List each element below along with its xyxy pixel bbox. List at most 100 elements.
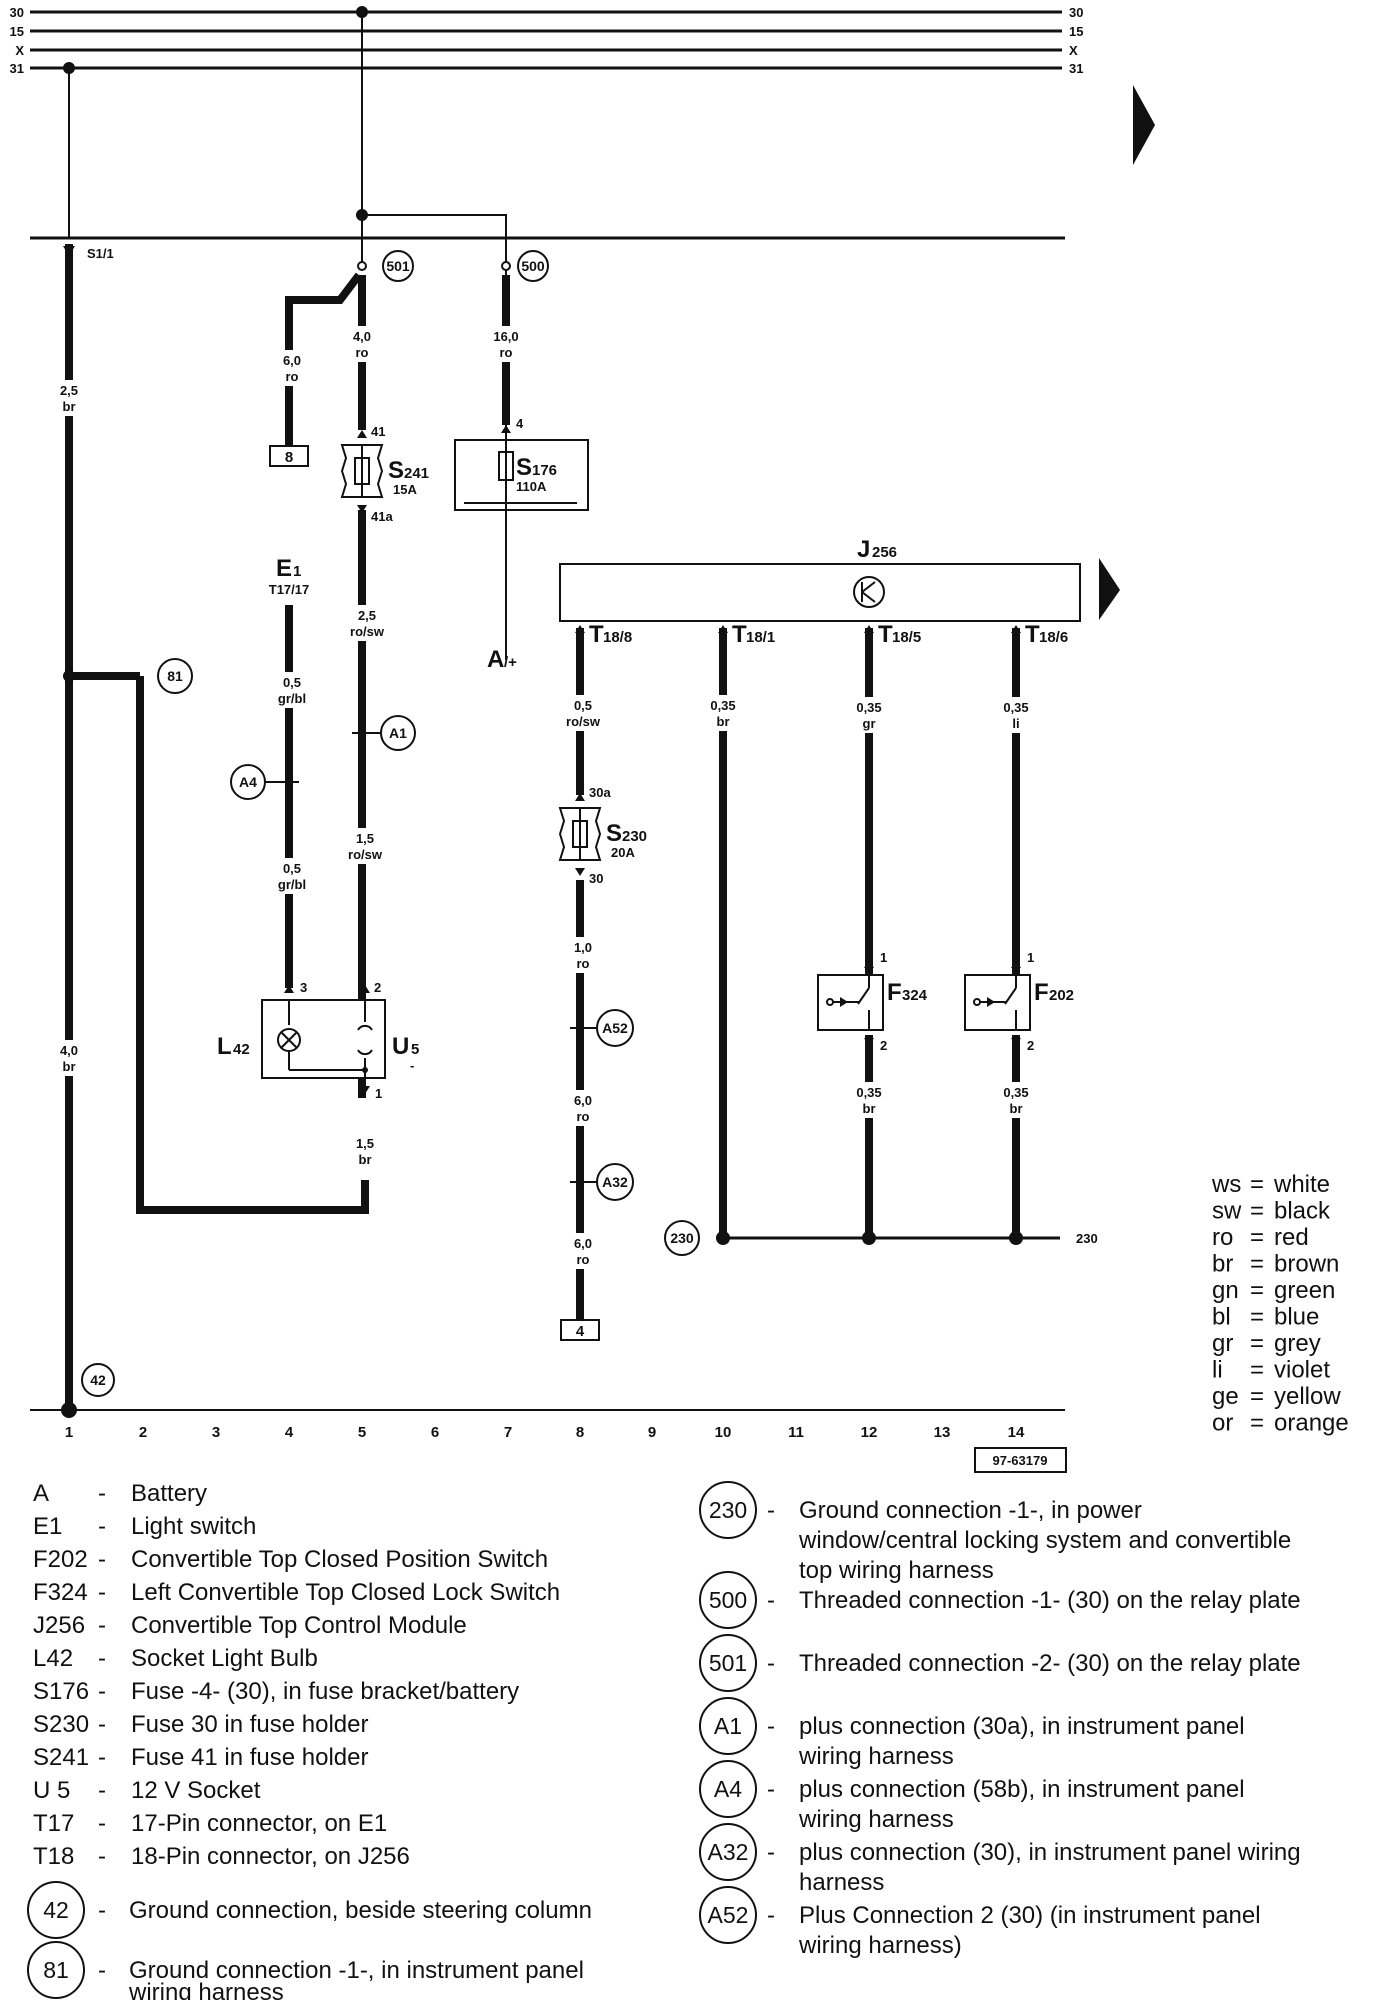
t18-pin-8: T 18/8 xyxy=(575,621,632,648)
connection-a52-label: A52 xyxy=(602,1020,628,1036)
legend-code: or xyxy=(1212,1410,1233,1437)
key-desc: Ground connection -1-, in instrument pan… xyxy=(129,1957,584,1984)
legend-code: gn xyxy=(1212,1277,1239,1304)
wire-size: 1,5 xyxy=(356,831,374,846)
wire-color: ro xyxy=(356,345,369,360)
battery-a-sub: /+ xyxy=(504,654,517,671)
key-desc: top wiring harness xyxy=(799,1557,994,1584)
ruler-1: 1 xyxy=(65,1424,73,1441)
key-circle-code: 501 xyxy=(709,1650,747,1676)
key-dash: - xyxy=(98,1777,106,1804)
wire-color: gr/bl xyxy=(278,877,306,892)
wire-color: br xyxy=(1010,1101,1023,1116)
wire-size: 0,35 xyxy=(710,698,735,713)
wire-size: 4,0 xyxy=(353,329,371,344)
ground-230-label: 230 xyxy=(1076,1231,1098,1246)
s1-1-label: S1/1 xyxy=(87,246,114,261)
s176-rating: 110A xyxy=(516,479,547,494)
ruler-7: 7 xyxy=(504,1424,512,1441)
legend-code: ro xyxy=(1212,1224,1233,1251)
f202-sub: 202 xyxy=(1049,987,1074,1004)
connection-a4-label: A4 xyxy=(239,774,257,790)
key-code: S230 xyxy=(33,1711,89,1738)
key-circle-code: A4 xyxy=(714,1776,742,1802)
ground-junction-12 xyxy=(862,1231,876,1245)
connection-a4: A4 xyxy=(230,764,299,800)
label-gaps xyxy=(55,326,1036,1269)
node-500-terminal xyxy=(501,261,511,271)
s241-sub: 241 xyxy=(404,465,429,482)
legend-eq: = xyxy=(1250,1277,1264,1304)
wire-color: ro xyxy=(500,345,513,360)
bus-31-right: 31 xyxy=(1069,61,1083,76)
key-dash: - xyxy=(98,1957,106,1984)
key-dash: - xyxy=(98,1810,106,1837)
ground-junction-14 xyxy=(1009,1231,1023,1245)
wire-size: 0,35 xyxy=(856,1085,881,1100)
key-desc: Threaded connection -1- (30) on the rela… xyxy=(799,1587,1301,1614)
bus-15-left: 15 xyxy=(10,24,24,39)
key-dash: - xyxy=(767,1839,775,1866)
connection-a32: A32 xyxy=(570,1163,634,1201)
legend-eq: = xyxy=(1250,1383,1264,1410)
legend-color: violet xyxy=(1274,1357,1330,1384)
wire-size: 16,0 xyxy=(493,329,518,344)
s241-pin-out: 41a xyxy=(371,509,393,524)
legend-code: li xyxy=(1212,1357,1223,1384)
u5-name: U xyxy=(392,1033,409,1060)
s230-rating: 20A xyxy=(611,845,635,860)
key-dash: - xyxy=(767,1902,775,1929)
key-desc: Fuse 30 in fuse holder xyxy=(131,1711,368,1738)
key-circle xyxy=(699,1481,757,1539)
key-desc: Battery xyxy=(131,1480,207,1507)
column-ruler: 1 2 3 4 5 6 7 8 9 10 11 12 13 14 xyxy=(65,1424,1025,1441)
legend-color: red xyxy=(1274,1224,1309,1251)
key-desc: Convertible Top Control Module xyxy=(131,1612,467,1639)
threaded-501: 501 xyxy=(382,250,414,282)
key-desc: wiring harness xyxy=(128,1979,284,2000)
wire-color: gr xyxy=(863,716,876,731)
key-dash: - xyxy=(98,1513,106,1540)
key-code: S241 xyxy=(33,1744,89,1771)
transistor-icon xyxy=(853,576,885,608)
wire-color: ro/sw xyxy=(566,714,601,729)
ref-box-8-label: 8 xyxy=(285,449,293,466)
legend-code: ge xyxy=(1212,1383,1239,1410)
bus-30-right: 30 xyxy=(1069,5,1083,20)
key-circle-code: 81 xyxy=(43,1957,69,1983)
legend-eq: = xyxy=(1250,1357,1264,1384)
key-desc: Socket Light Bulb xyxy=(131,1645,318,1672)
key-circle xyxy=(699,1697,757,1755)
f324-sub: 324 xyxy=(902,987,928,1004)
key-desc: window/central locking system and conver… xyxy=(798,1527,1291,1554)
key-desc: Left Convertible Top Closed Lock Switch xyxy=(131,1579,560,1606)
wire-color: ro xyxy=(577,1109,590,1124)
wire-color: br xyxy=(359,1152,372,1167)
l42-sub: 42 xyxy=(233,1041,250,1058)
s176-name: S xyxy=(516,454,532,481)
connection-a1: A1 xyxy=(352,715,416,751)
t18-8-sub: 18/8 xyxy=(603,629,632,646)
battery-a-name: A xyxy=(487,646,504,673)
key-dash: - xyxy=(767,1713,775,1740)
color-legend: ws=whitesw=blackro=redbr=browngn=greenbl… xyxy=(1211,1171,1349,1437)
t18-pin-5: T 18/5 xyxy=(864,621,921,648)
ruler-4: 4 xyxy=(285,1424,294,1441)
legend-code: bl xyxy=(1212,1304,1231,1331)
l42-name: L xyxy=(217,1033,232,1060)
key-code: T17 xyxy=(33,1810,74,1837)
key-circle xyxy=(699,1571,757,1629)
power-bus xyxy=(30,10,1062,70)
continue-arrow-top xyxy=(1133,85,1155,165)
key-code: L42 xyxy=(33,1645,73,1672)
t18-5-sub: 18/5 xyxy=(892,629,921,646)
key-circle xyxy=(699,1886,757,1944)
f324-name: F xyxy=(887,979,902,1006)
wire-color: ro/sw xyxy=(348,847,383,862)
legend-eq: = xyxy=(1250,1304,1264,1331)
key-dash: - xyxy=(98,1678,106,1705)
key-desc: wiring harness) xyxy=(798,1932,962,1959)
ruler-3: 3 xyxy=(212,1424,220,1441)
s241-name: S xyxy=(388,457,404,484)
